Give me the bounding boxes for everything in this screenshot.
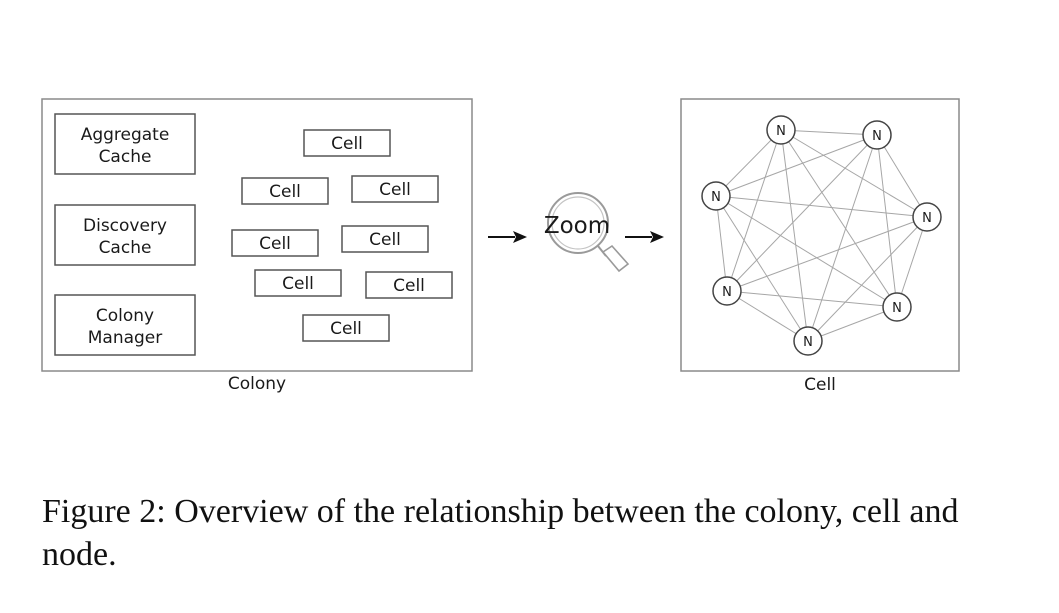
node-label: N (803, 335, 813, 350)
node: N (766, 115, 796, 145)
magnifier-icon (547, 192, 630, 273)
arrow-right-icon (625, 231, 664, 243)
cell-box: Cell (231, 229, 319, 257)
cell-label: Cell (393, 276, 425, 296)
discovery-cache-box: Discovery Cache (54, 204, 196, 266)
cell-label: Cell (282, 274, 314, 294)
node-mesh-edges (715, 129, 928, 342)
cell-label: Cell (369, 230, 401, 250)
colony-manager-label-line1: Colony (96, 306, 154, 326)
figure-caption: Figure 2: Overview of the relationship b… (42, 493, 959, 573)
discovery-cache-label-line1: Discovery (83, 216, 167, 236)
cell-box: Cell (341, 225, 429, 253)
aggregate-cache-label-line2: Cache (99, 147, 152, 167)
cell-panel: N N N N N N N Cell (680, 98, 960, 395)
node-label: N (776, 124, 786, 139)
colony-manager-label-line2: Manager (88, 328, 163, 348)
cell-label: Cell (330, 319, 362, 339)
cell-label: Cell (331, 134, 363, 154)
aggregate-cache-label-line1: Aggregate (81, 125, 170, 145)
node: N (712, 276, 742, 306)
figure-diagram: Aggregate Cache Discovery Cache Colony M… (41, 98, 960, 395)
colony-caption: Colony (228, 374, 286, 394)
node: N (912, 202, 942, 232)
discovery-cache-label-line2: Cache (99, 238, 152, 258)
cell-caption: Cell (804, 375, 836, 395)
node-label: N (711, 190, 721, 205)
zoom-label: Zoom (544, 213, 610, 239)
node: N (701, 181, 731, 211)
cell-panel-border (680, 98, 960, 372)
cell-box: Cell (303, 129, 391, 157)
cell-box: Cell (365, 271, 453, 299)
cell-box: Cell (241, 177, 329, 205)
node: N (882, 292, 912, 322)
arrow-right-icon (488, 231, 527, 243)
cell-label: Cell (269, 182, 301, 202)
node-label: N (922, 211, 932, 226)
colony-panel: Aggregate Cache Discovery Cache Colony M… (41, 98, 473, 394)
node-label: N (892, 301, 902, 316)
cell-box: Cell (254, 269, 342, 297)
cell-box: Cell (351, 175, 439, 203)
cell-box: Cell (302, 314, 390, 342)
colony-manager-box: Colony Manager (54, 294, 196, 356)
node-label: N (872, 129, 882, 144)
node: N (793, 326, 823, 356)
cell-label: Cell (259, 234, 291, 254)
node-label: N (722, 285, 732, 300)
aggregate-cache-box: Aggregate Cache (54, 113, 196, 175)
node: N (862, 120, 892, 150)
zoom-section: Zoom (488, 192, 664, 273)
cell-label: Cell (379, 180, 411, 200)
